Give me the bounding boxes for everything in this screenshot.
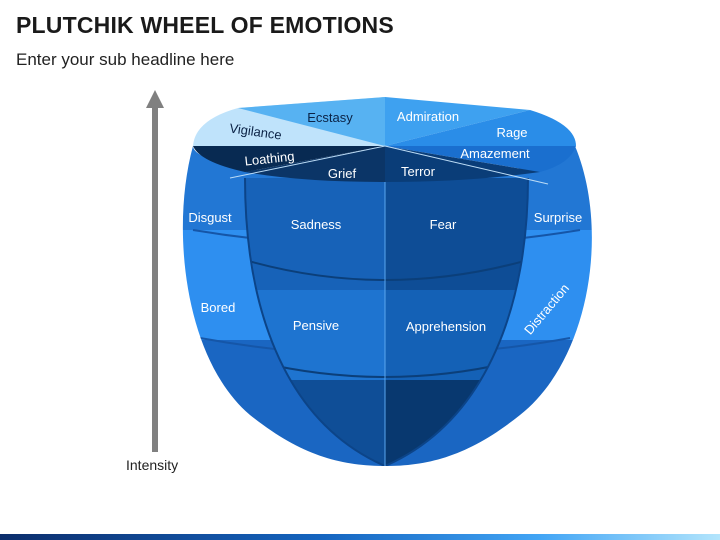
- intensity-arrow-head: [146, 90, 164, 108]
- label-vigilance: Vigilance: [229, 120, 283, 142]
- ring-divider-a: [229, 145, 386, 179]
- page-title: PLUTCHIK WHEEL OF EMOTIONS: [16, 12, 394, 38]
- bowl-inner-core: [245, 178, 528, 466]
- page-subtitle: Enter your sub headline here: [16, 50, 235, 69]
- label-disgust: Disgust: [188, 210, 232, 225]
- ring-segment-rage: [385, 110, 576, 146]
- label-pensive: Pensive: [293, 318, 339, 333]
- label-amazement: Amazement: [460, 146, 530, 161]
- label-rage: Rage: [496, 125, 527, 140]
- ring-segment-grief: [245, 146, 385, 182]
- label-fear: Fear: [430, 217, 457, 232]
- plutchik-diagram: Ecstasy Admiration Rage Amazement Terror…: [146, 90, 592, 466]
- intensity-label: Intensity: [126, 457, 179, 473]
- intensity-arrow-shaft: [152, 104, 158, 452]
- label-apprehension: Apprehension: [406, 319, 486, 334]
- label-ecstasy: Ecstasy: [307, 110, 353, 125]
- inner-right-edge: [384, 177, 529, 466]
- inner-sadness-top: [245, 178, 385, 290]
- ring-divider-b: [384, 145, 549, 185]
- intensity-arrow: [146, 90, 164, 452]
- footer-gradient-bar: [0, 534, 720, 540]
- ring-segment-amazement: [385, 146, 576, 172]
- top-ring: [193, 97, 576, 185]
- label-admiration: Admiration: [397, 109, 459, 124]
- inner-divider-1: [245, 259, 528, 281]
- label-bored: Bored: [201, 300, 236, 315]
- ring-segment-admiration: [385, 97, 530, 146]
- label-surprise: Surprise: [534, 210, 582, 225]
- inner-left-edge: [244, 177, 386, 466]
- ring-segment-ecstasy: [238, 97, 385, 146]
- label-loathing: Loathing: [244, 148, 295, 168]
- ring-segment-loathing: [193, 146, 385, 172]
- label-terror: Terror: [401, 164, 436, 179]
- inner-fear-top: [385, 178, 528, 290]
- label-sadness: Sadness: [291, 217, 342, 232]
- label-grief: Grief: [328, 166, 357, 181]
